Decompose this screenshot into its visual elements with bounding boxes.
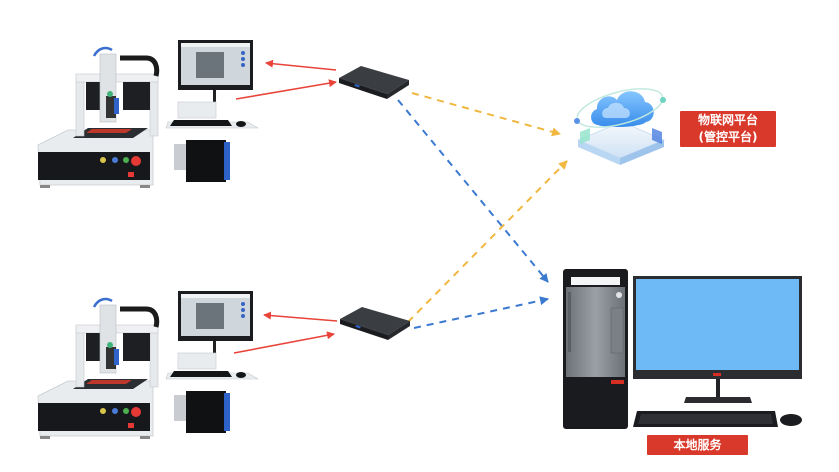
iot-platform-label-line1: 物联网平台: [697, 113, 758, 127]
link-gateway1-to-machine1: [265, 59, 337, 71]
link-gateway2-to-local-server: [413, 296, 549, 329]
link-gateway1-to-local-server: [397, 99, 549, 283]
iot-platform-label-line2: (管控平台): [698, 130, 758, 144]
local-service-label: 本地服务: [647, 435, 748, 455]
link-machine2-to-gateway2: [233, 331, 335, 354]
link-gateway2-to-iot-platform: [407, 160, 568, 323]
link-machine1-to-gateway1: [235, 79, 337, 100]
link-gateway2-to-machine2: [263, 311, 338, 322]
iot-platform-label: 物联网平台 (管控平台): [680, 111, 776, 147]
